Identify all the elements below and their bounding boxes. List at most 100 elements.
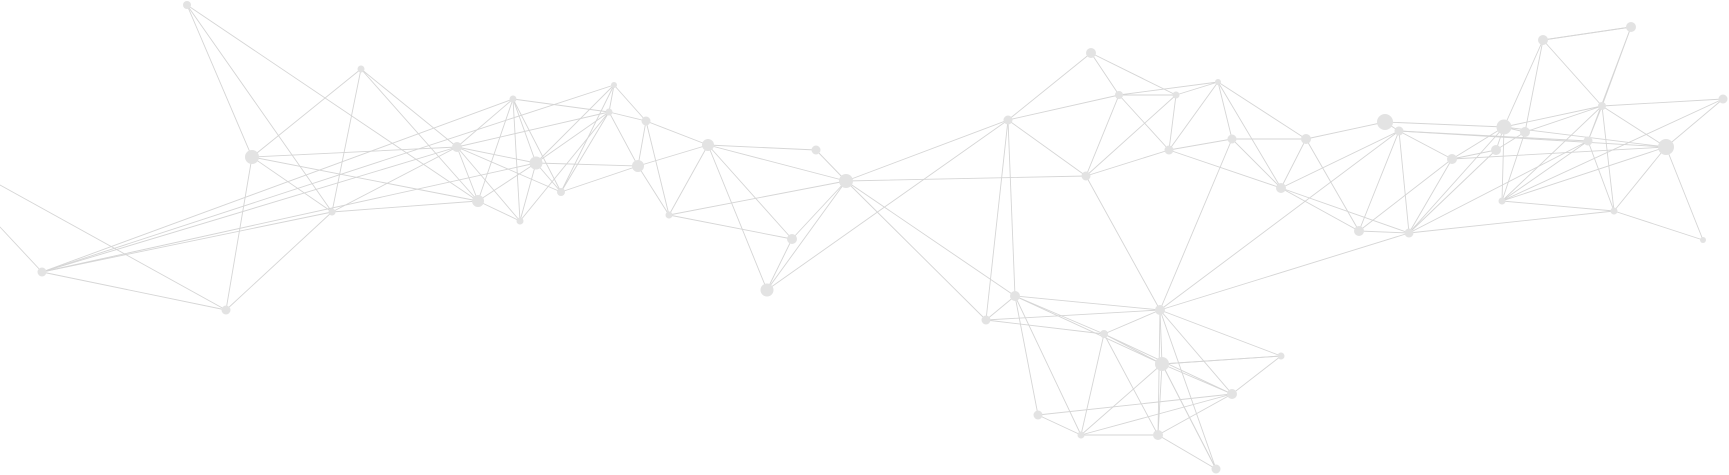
mesh-node <box>516 217 524 225</box>
mesh-edge <box>1587 140 1615 212</box>
mesh-node <box>1404 228 1414 238</box>
mesh-edge <box>512 98 610 113</box>
mesh-edge <box>519 162 537 222</box>
mesh-edge <box>1085 149 1170 177</box>
mesh-edge <box>1524 39 1544 133</box>
mesh-node <box>37 267 47 277</box>
mesh-edge <box>1014 295 1163 365</box>
mesh-edge <box>608 111 639 167</box>
mesh-edge <box>1665 98 1724 148</box>
mesh-edge <box>1358 230 1410 234</box>
mesh-edge <box>1037 393 1233 416</box>
mesh-node <box>1155 357 1169 371</box>
mesh-node <box>557 188 565 196</box>
mesh-edge <box>1587 26 1632 142</box>
mesh-node <box>1010 291 1020 301</box>
mesh-edge <box>456 146 479 202</box>
mesh-node <box>221 305 231 315</box>
mesh-edge <box>645 120 670 216</box>
mesh-edge <box>535 111 610 164</box>
mesh-edge <box>1408 149 1497 234</box>
mesh-edge <box>331 200 479 213</box>
mesh-edge <box>985 319 1105 335</box>
mesh-edge <box>360 68 458 148</box>
mesh-node <box>1227 134 1237 144</box>
mesh-edge <box>766 119 1009 291</box>
mesh-node <box>665 211 673 219</box>
mesh-node <box>1598 102 1606 110</box>
mesh-node <box>787 234 797 244</box>
mesh-edge <box>1159 309 1217 470</box>
mesh-edge <box>668 180 847 216</box>
mesh-edge <box>1157 393 1233 436</box>
mesh-node <box>1100 330 1108 338</box>
mesh-edge <box>560 84 615 193</box>
mesh-edge <box>456 146 537 164</box>
mesh-edge <box>1103 333 1159 436</box>
mesh-edge <box>637 165 670 216</box>
mesh-edge <box>456 146 521 222</box>
mesh-edge <box>535 162 639 167</box>
mesh-edge <box>1159 232 1410 311</box>
mesh-node <box>1626 22 1636 32</box>
mesh-node <box>839 174 853 188</box>
mesh-edge <box>186 4 333 213</box>
mesh-edge <box>1157 434 1217 470</box>
mesh-edge <box>1159 130 1400 311</box>
mesh-edge <box>1168 149 1282 189</box>
mesh-node <box>641 116 651 126</box>
mesh-edge <box>1014 295 1105 335</box>
mesh-edge <box>1501 200 1615 212</box>
mesh-edge <box>1384 121 1505 128</box>
mesh-edge <box>477 98 514 202</box>
mesh-edge <box>1398 130 1667 148</box>
mesh-node <box>981 315 991 325</box>
mesh-edge <box>1503 126 1667 148</box>
mesh-edge <box>1408 140 1589 234</box>
mesh-edge <box>456 111 610 148</box>
mesh-node <box>1277 352 1285 360</box>
mesh-node <box>1003 115 1013 125</box>
mesh-node <box>605 108 613 116</box>
mesh-node <box>1377 114 1393 130</box>
mesh-edge <box>1007 52 1092 121</box>
mesh-edge <box>1007 119 1016 297</box>
mesh-edge <box>0 184 227 311</box>
mesh-edge <box>707 144 817 151</box>
mesh-edge <box>608 111 647 122</box>
mesh-node <box>1301 134 1311 144</box>
mesh-edge <box>225 211 333 311</box>
mesh-node <box>1227 389 1237 399</box>
mesh-edge <box>1358 130 1400 232</box>
mesh-edge <box>1168 138 1233 151</box>
mesh-edge <box>456 98 514 148</box>
mesh-node <box>1447 154 1457 164</box>
mesh-edge <box>1007 119 1087 177</box>
mesh-node <box>632 160 644 172</box>
mesh-edge <box>1613 146 1667 212</box>
mesh-node <box>1354 226 1364 236</box>
mesh-edge <box>1501 131 1526 202</box>
mesh-edge <box>1159 138 1233 311</box>
mesh-node <box>702 139 714 151</box>
mesh-edge <box>1085 94 1120 177</box>
mesh-node <box>1086 48 1096 58</box>
mesh-edge <box>331 68 362 213</box>
mesh-edge <box>0 226 43 273</box>
mesh-node <box>1394 126 1404 136</box>
mesh-edge <box>1280 187 1410 234</box>
mesh-edge <box>1305 121 1386 140</box>
mesh-node <box>1520 127 1530 137</box>
mesh-node <box>245 150 259 164</box>
mesh-edge <box>1495 131 1526 151</box>
mesh-edge <box>560 165 639 193</box>
mesh-node <box>1153 430 1163 440</box>
mesh-edge <box>1503 39 1544 128</box>
mesh-edge <box>707 144 847 182</box>
mesh-edge <box>1601 105 1667 148</box>
mesh-node <box>357 65 365 73</box>
mesh-edge <box>985 295 1016 321</box>
mesh-node <box>1211 464 1221 474</box>
mesh-edge <box>1085 175 1161 311</box>
mesh-edge <box>1501 126 1505 202</box>
